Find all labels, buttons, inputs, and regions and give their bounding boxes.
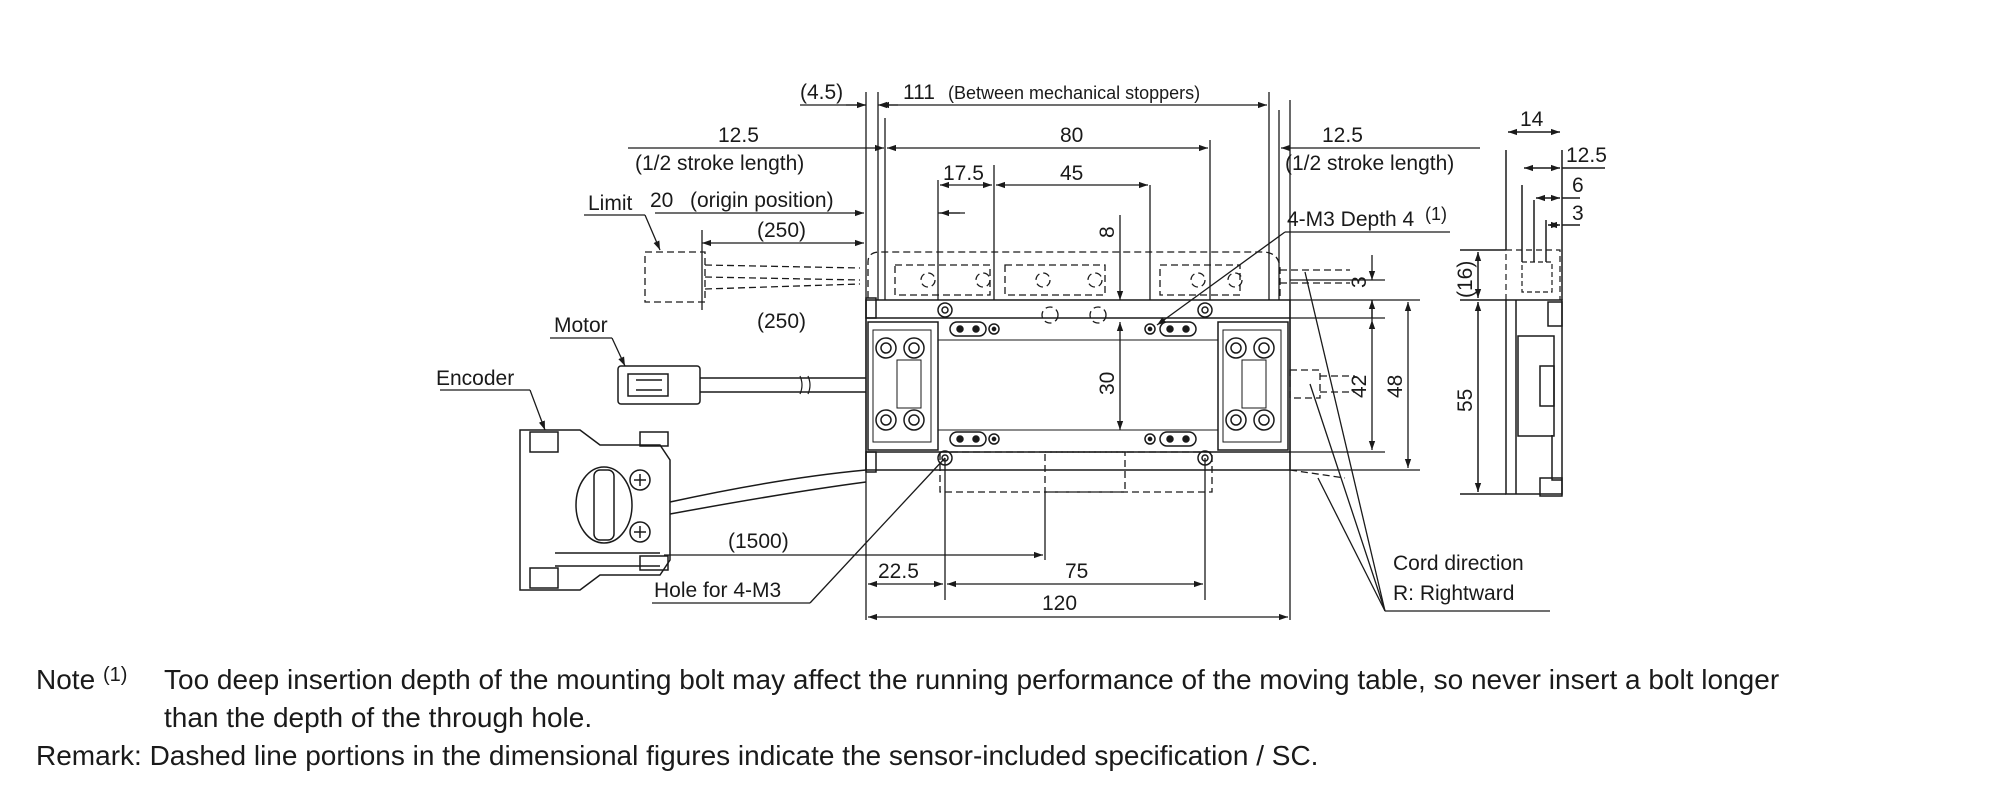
cord-direction-label: Cord direction <box>1393 552 1524 575</box>
remark-text: Remark: Dashed line portions in the dime… <box>36 740 1319 771</box>
hole-label: Hole for 4-M3 <box>654 579 781 602</box>
callout-labels: Limit Motor Encoder 4-M3 Depth 4 (1) Hol… <box>436 192 1524 605</box>
dim-42: 42 <box>1348 375 1371 398</box>
dim-20: 20 <box>650 189 673 212</box>
cables <box>519 365 867 591</box>
bottom-dimensions <box>440 214 1550 621</box>
sensor-dashed-outlines <box>644 251 1355 493</box>
dimension-values: (4.5) 111 (Between mechanical stoppers) … <box>635 81 1607 615</box>
dim-250-limit: (250) <box>757 219 806 242</box>
dim-120: 120 <box>1042 592 1077 615</box>
side-dim-12-5: 12.5 <box>1566 144 1607 167</box>
side-dim-6: 6 <box>1572 174 1584 197</box>
dim-111: 111 <box>903 81 935 104</box>
dim-17-5: 17.5 <box>943 162 984 185</box>
dim-half-stroke-left: (1/2 stroke length) <box>635 152 804 175</box>
note-text-1: Too deep insertion depth of the mounting… <box>164 664 1780 695</box>
right-vertical-dimensions <box>1116 215 1420 471</box>
dim-250-motor: (250) <box>757 310 806 333</box>
dim-30: 30 <box>1096 372 1119 395</box>
actuator-side-view <box>1460 128 1605 497</box>
dim-4-5: (4.5) <box>800 81 843 104</box>
dim-12-5-right: 12.5 <box>1322 124 1363 147</box>
dim-111-note: (Between mechanical stoppers) <box>948 83 1200 103</box>
dim-1500: (1500) <box>728 530 789 553</box>
note-ref: (1) <box>102 664 128 686</box>
actuator-top-view <box>865 297 1291 473</box>
remark-line: Remark: Dashed line portions in the dime… <box>36 740 1318 772</box>
dim-origin: (origin position) <box>690 189 834 212</box>
note-prefix: Note <box>36 664 96 695</box>
dim-75: 75 <box>1065 560 1088 583</box>
dim-half-stroke-right: (1/2 stroke length) <box>1285 152 1454 175</box>
tap-note-ref: (1) <box>1425 204 1447 224</box>
note-line-1: Note (1) Too deep insertion depth of the… <box>36 664 1779 696</box>
dim-22-5: 22.5 <box>878 560 919 583</box>
dimension-drawing: (4.5) 111 (Between mechanical stoppers) … <box>436 81 1607 621</box>
side-dim-3: 3 <box>1572 202 1584 225</box>
tap-label: 4-M3 Depth 4 <box>1287 208 1415 231</box>
dim-80: 80 <box>1060 124 1083 147</box>
dim-12-5-left: 12.5 <box>718 124 759 147</box>
dim-8: 8 <box>1096 226 1119 238</box>
motor-label: Motor <box>554 314 608 337</box>
side-dim-55: 55 <box>1454 389 1477 412</box>
dim-45: 45 <box>1060 162 1083 185</box>
dim-3-top: 3 <box>1348 276 1371 288</box>
cord-rightward-label: R: Rightward <box>1393 582 1514 605</box>
side-dim-14: 14 <box>1520 108 1544 131</box>
encoder-label: Encoder <box>436 367 514 390</box>
limit-label: Limit <box>588 192 633 215</box>
note-text-2: than the depth of the through hole. <box>164 702 593 733</box>
dim-48: 48 <box>1384 375 1407 398</box>
side-dim-16: (16) <box>1454 261 1477 298</box>
